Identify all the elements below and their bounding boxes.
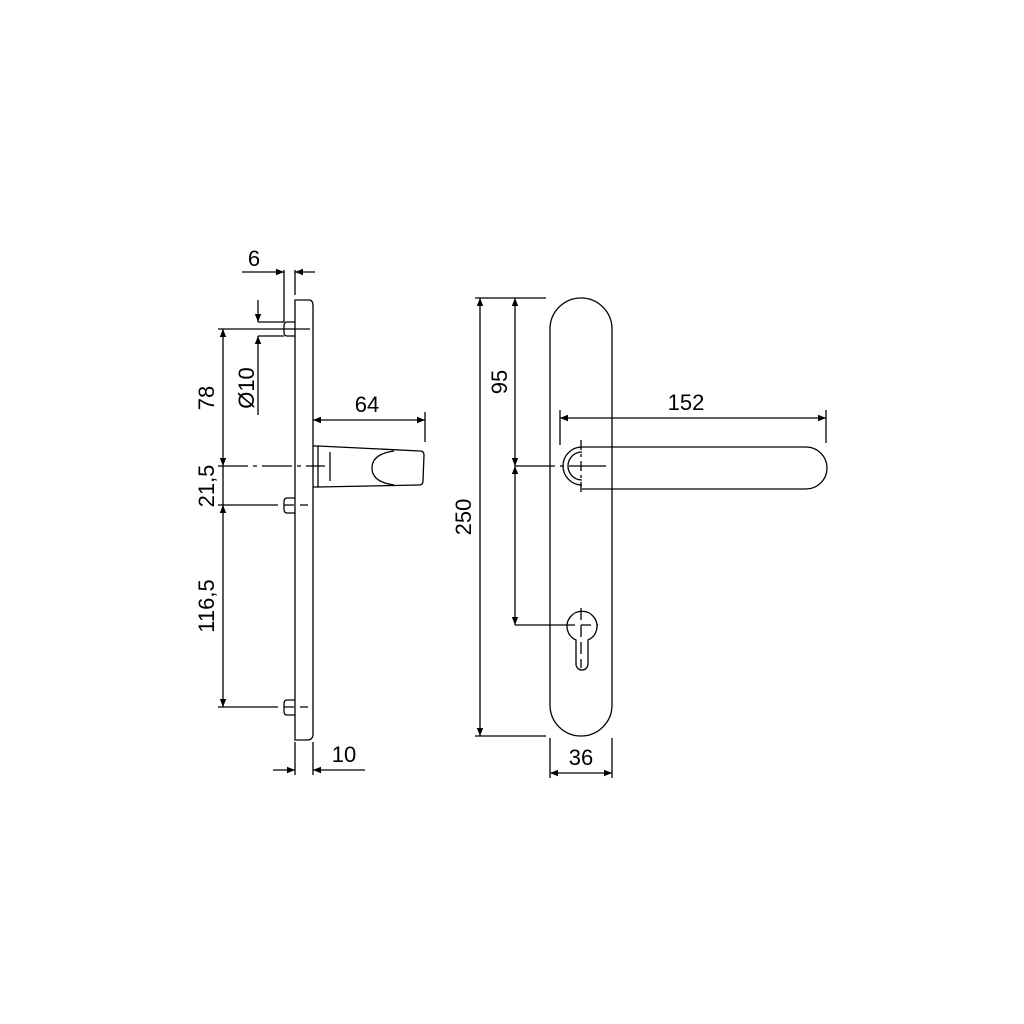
- dim-plate-width: 36: [569, 745, 593, 770]
- lever-handle: [582, 446, 828, 490]
- keyhole: [566, 610, 598, 671]
- front-view-labels: 250 95 152 36: [451, 370, 704, 770]
- dim-lever-length: 152: [668, 390, 705, 415]
- side-view-labels: 6 Ø10 78 21,5 116,5 64 10: [194, 246, 379, 767]
- dim-overall-height: 250: [451, 499, 476, 536]
- front-view: [475, 297, 828, 778]
- front-backplate: [549, 297, 613, 737]
- dim-top-to-handle-axis: 95: [487, 370, 512, 394]
- side-handle: [313, 445, 425, 488]
- dim-handle-to-mid: 21,5: [194, 465, 219, 508]
- dim-handle-projection: 64: [355, 392, 379, 417]
- side-view: [218, 268, 426, 775]
- dim-pin-diameter: Ø10: [234, 367, 259, 409]
- dim-mid-to-bottom: 116,5: [194, 579, 219, 632]
- side-backplate: [294, 299, 314, 741]
- dim-pin-length: 6: [248, 246, 260, 271]
- dim-top-to-handle: 78: [194, 386, 219, 410]
- dim-plate-thickness: 10: [332, 742, 356, 767]
